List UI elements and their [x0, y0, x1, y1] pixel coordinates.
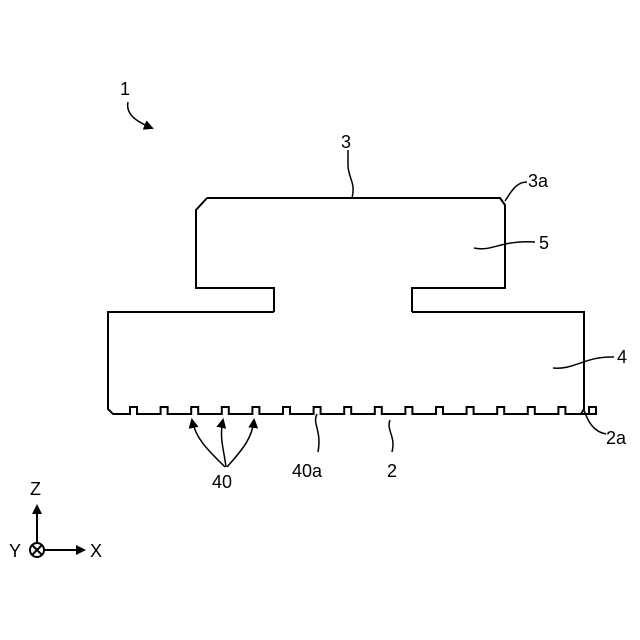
label-lower-body: 4 [617, 347, 627, 367]
label-upper-body: 5 [539, 233, 549, 253]
groove-arrow-2 [221, 420, 226, 467]
leader-3 [348, 150, 353, 198]
device-pointer-arrow [128, 102, 152, 128]
lower-body-outline [108, 312, 596, 414]
axis-label-x: X [90, 541, 102, 561]
axis-label-z: Z [30, 479, 41, 499]
label-upper-member: 3 [341, 132, 351, 152]
leader-2 [389, 420, 393, 452]
label-groove-bottom: 40a [292, 461, 323, 481]
groove-arrow-1 [192, 420, 225, 467]
label-bottom-corner: 2a [606, 428, 627, 448]
label-upper-corner: 3a [528, 171, 549, 191]
leader-40a [316, 414, 319, 452]
groove-arrow-3 [227, 420, 254, 467]
axis-label-y: Y [9, 541, 21, 561]
leader-3a [505, 182, 527, 201]
upper-member-outline-right [207, 198, 505, 312]
label-bottom-surface: 2 [387, 461, 397, 481]
label-device: 1 [120, 79, 130, 99]
label-grooves: 40 [212, 472, 232, 492]
upper-member-outline-left [196, 198, 274, 312]
